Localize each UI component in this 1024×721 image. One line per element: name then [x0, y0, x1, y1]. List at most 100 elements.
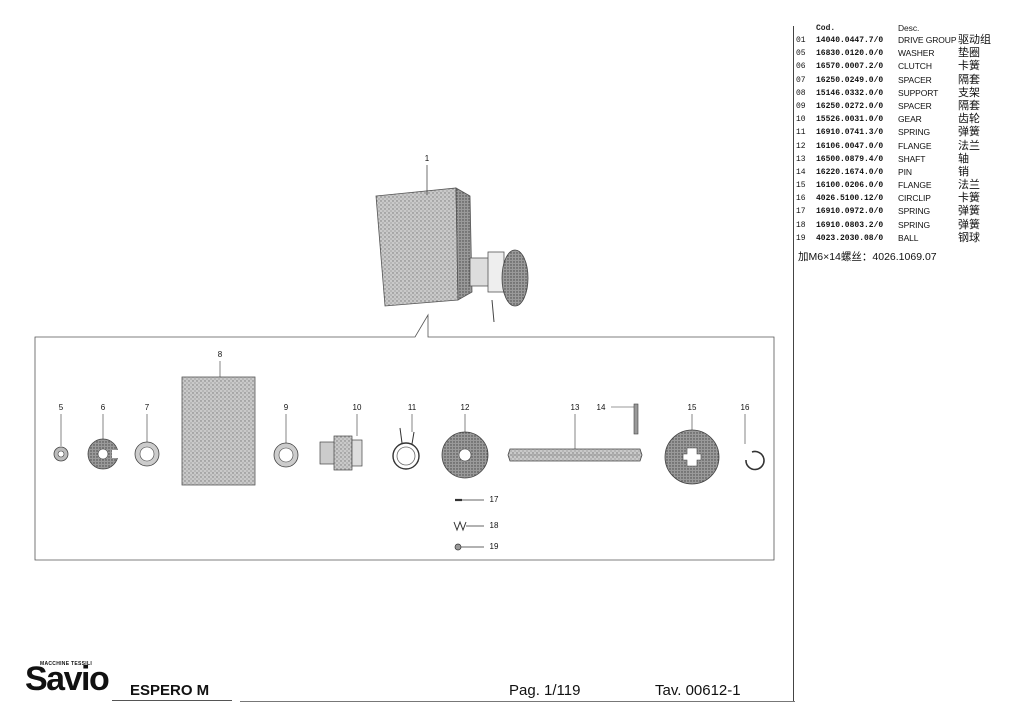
- part-description: BALL: [898, 232, 919, 243]
- item-number: 15: [796, 181, 806, 191]
- part-code: 14040.0447.7/0: [816, 36, 884, 45]
- part-8-support: [181, 376, 256, 486]
- part-5-washer: [53, 446, 69, 462]
- part-code: 16100.0206.0/0: [816, 181, 884, 191]
- table-row: 19 4023.2030.08/0 BALL 钢球: [796, 232, 1018, 245]
- leader-lines: [60, 361, 746, 449]
- part-code: 16250.0249.0/0: [816, 75, 884, 85]
- part-description-cn: 弹簧: [958, 205, 980, 218]
- part-description-cn: 驱动组: [958, 34, 991, 46]
- part-description-cn: 弹簧: [958, 126, 980, 139]
- callout-6: 6: [100, 403, 106, 412]
- part-13-shaft: [507, 448, 643, 462]
- part-description: DRIVE GROUP: [898, 35, 957, 45]
- parts-table-header: Cod. Desc.: [796, 22, 1018, 34]
- part-code: 4026.5100.12/0: [816, 194, 884, 204]
- item-number: 10: [796, 115, 806, 125]
- part-description-cn: 弹簧: [958, 218, 980, 231]
- item-number: 11: [796, 128, 806, 138]
- part-code: 16910.0741.3/0: [816, 128, 884, 138]
- callout-17: 17: [489, 495, 499, 504]
- part-15-flange: [664, 429, 720, 485]
- part-19-ball: [454, 543, 484, 551]
- part-description-cn: 卡簧: [958, 60, 980, 73]
- part-description-cn: 法兰: [958, 139, 980, 152]
- table-row: 15 16100.0206.0/0 FLANGE 法兰: [796, 179, 1018, 192]
- callout-16: 16: [740, 403, 750, 412]
- part-description-cn: 隔套: [958, 73, 980, 86]
- callout-14: 14: [596, 403, 606, 412]
- part-description: WASHER: [898, 48, 935, 59]
- part-code: 15146.0332.0/0: [816, 88, 884, 98]
- part-18-spring: [453, 520, 484, 532]
- part-description: GEAR: [898, 114, 922, 125]
- exploded-drawing: [34, 165, 775, 561]
- part-description-cn: 垫圈: [958, 47, 980, 60]
- part-12-flange: [441, 431, 489, 479]
- item-number: 01: [796, 36, 806, 45]
- item-number: 06: [796, 62, 806, 72]
- callout-13: 13: [570, 403, 580, 412]
- item-number: 05: [796, 49, 806, 59]
- part-description-cn: 卡簧: [958, 192, 980, 205]
- callout-10: 10: [352, 403, 362, 412]
- part-description: FLANGE: [898, 180, 932, 191]
- item-number: 16: [796, 194, 806, 204]
- part-description: SHAFT: [898, 153, 926, 164]
- callout-18: 18: [489, 521, 499, 530]
- part-14-pin: [633, 403, 639, 435]
- part-description: PIN: [898, 166, 912, 177]
- part-description-cn: 钢球: [958, 231, 980, 244]
- part-description: CLUTCH: [898, 61, 932, 72]
- exploded-view-frame: [34, 313, 775, 561]
- table-row: 06 16570.0007.2/0 CLUTCH 卡簧: [796, 60, 1018, 73]
- part-code: 16910.0803.2/0: [816, 220, 884, 230]
- part-code: 4023.2030.08/0: [816, 233, 884, 243]
- part-description-cn: 支架: [958, 86, 980, 99]
- item-number: 07: [796, 75, 806, 85]
- item-number: 18: [796, 220, 806, 230]
- part-code: 16830.0120.0/0: [816, 49, 884, 59]
- callout-19: 19: [489, 542, 499, 551]
- table-divider-line: [793, 26, 794, 701]
- part-description: SPRING: [898, 206, 930, 217]
- footer-rule: [240, 701, 795, 702]
- part-code: 16570.0007.2/0: [816, 62, 884, 72]
- code-column-header: Cod.: [816, 24, 836, 33]
- part-code: 15526.0031.0/0: [816, 115, 884, 125]
- callout-7: 7: [144, 403, 150, 412]
- table-row: 11 16910.0741.3/0 SPRING 弹簧: [796, 126, 1018, 139]
- part-6-clutch: [87, 438, 120, 470]
- table-number: Tav. 00612-1: [655, 682, 741, 699]
- part-9-spacer: [273, 442, 299, 468]
- part-code: 16500.0879.4/0: [816, 154, 884, 164]
- part-code: 16106.0047.0/0: [816, 141, 884, 151]
- callout-15: 15: [687, 403, 697, 412]
- callout-11: 11: [407, 403, 417, 412]
- brand-tagline: MACCHINE TESSILI: [40, 661, 93, 667]
- part-description: SUPPORT: [898, 87, 939, 98]
- bolt-note: 加M6×14螺丝：4026.1069.07: [798, 251, 937, 263]
- drive-group-assembly: [375, 187, 529, 323]
- callout-8: 8: [217, 350, 223, 359]
- description-column-header: Desc.: [898, 23, 920, 33]
- part-description: SPACER: [898, 100, 932, 111]
- item-number: 14: [796, 167, 806, 177]
- part-description: SPRING: [898, 127, 930, 138]
- item-number: 08: [796, 88, 806, 98]
- item-number: 12: [796, 141, 806, 151]
- part-description-cn: 齿轮: [958, 113, 980, 126]
- table-row: 08 15146.0332.0/0 SUPPORT 支架: [796, 87, 1018, 100]
- item-number: 19: [796, 233, 806, 243]
- part-description-cn: 法兰: [958, 179, 980, 192]
